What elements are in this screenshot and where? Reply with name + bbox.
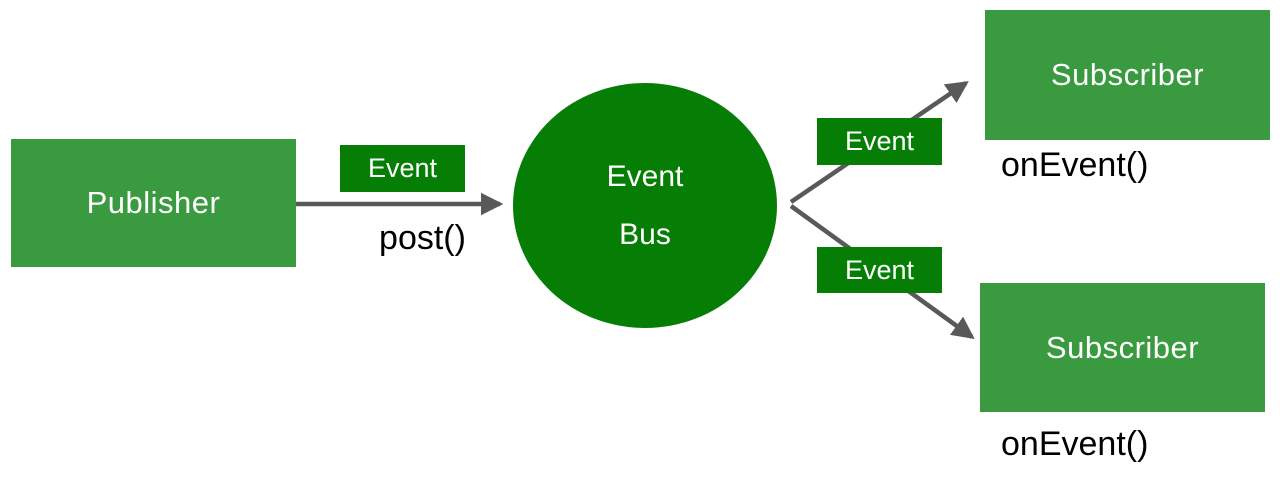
event-badge-post-label: Event — [367, 153, 438, 183]
event-badge-subscriber-1-label: Event — [844, 126, 915, 156]
subscriber-2-box: Subscriber — [980, 283, 1265, 412]
post-method-label: post() — [379, 219, 466, 257]
publisher-label: Publisher — [86, 185, 221, 220]
event-badge-post: Event — [340, 145, 465, 192]
event-bus-label-line1: Event — [606, 159, 684, 193]
event-badge-subscriber-1: Event — [817, 118, 942, 165]
subscriber-1-method-label: onEvent() — [1001, 146, 1149, 184]
publisher-box: Publisher — [11, 139, 296, 267]
subscriber-2-method-label: onEvent() — [1001, 425, 1149, 463]
subscriber-1-box: Subscriber — [985, 10, 1270, 140]
event-badge-subscriber-2: Event — [817, 247, 942, 293]
subscriber-2-label: Subscriber — [1045, 329, 1200, 365]
event-bus-circle: Event Bus — [513, 83, 777, 328]
subscriber-1-label: Subscriber — [1050, 57, 1205, 92]
event-badge-subscriber-2-label: Event — [844, 254, 915, 285]
event-bus-label-line2: Bus — [619, 217, 671, 251]
